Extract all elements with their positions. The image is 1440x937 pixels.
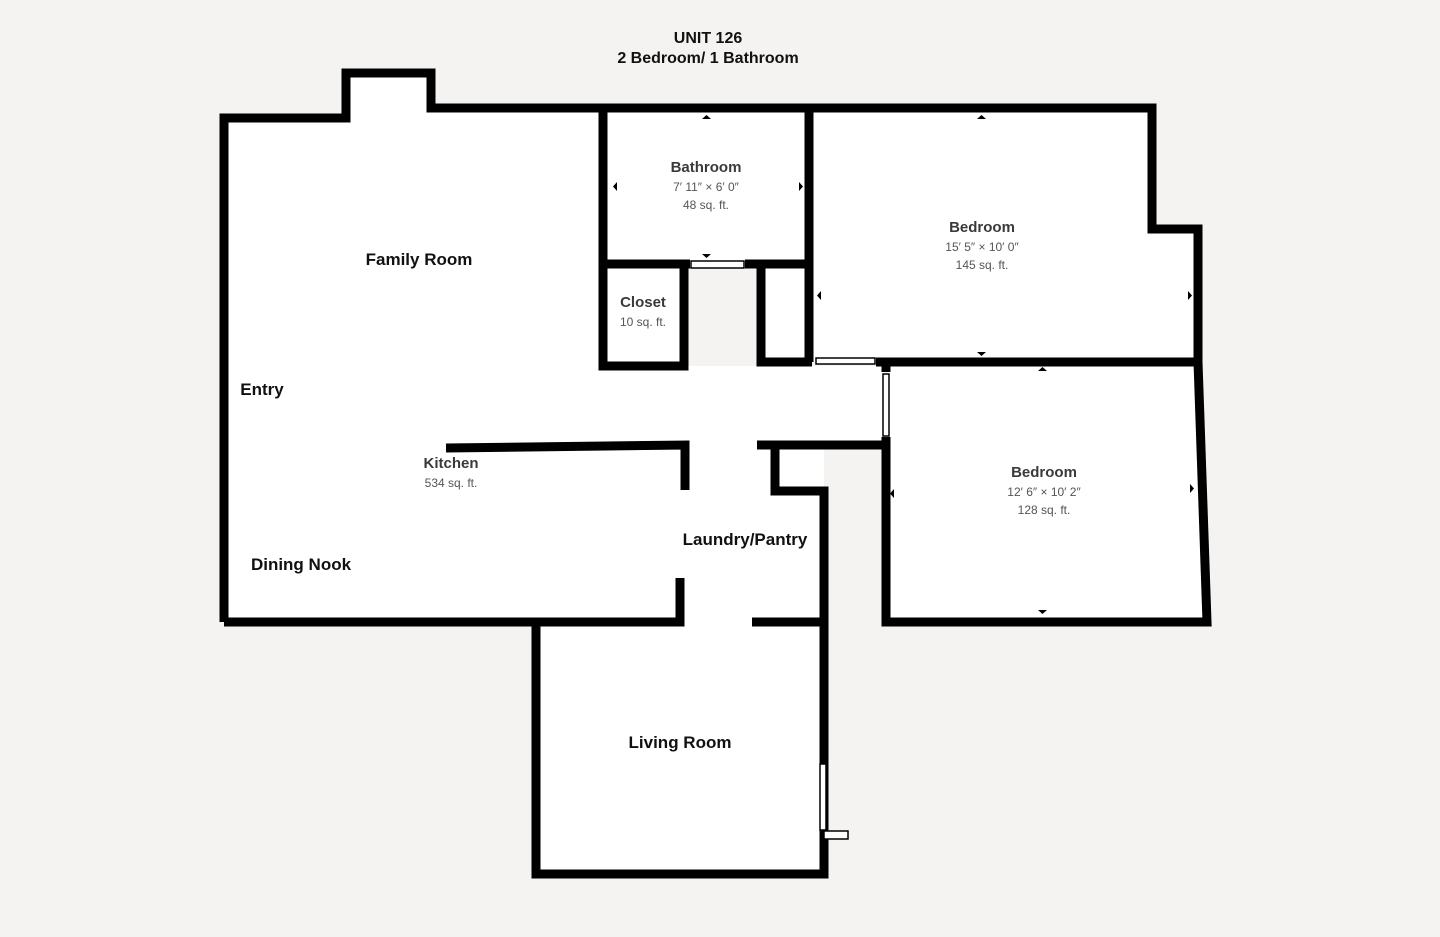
room-area: 10 sq. ft. xyxy=(619,315,667,329)
room-area: 534 sq. ft. xyxy=(424,476,478,490)
room-name: Bathroom xyxy=(670,159,742,176)
room-fills xyxy=(224,73,1207,874)
unit-number: UNIT 126 xyxy=(673,30,743,47)
room-name: Bedroom xyxy=(1011,464,1077,481)
room-bathroom: Bathroom 7′ 11″ × 6′ 0″ 48 sq. ft. xyxy=(671,158,742,214)
dimension-arrows xyxy=(613,115,1194,614)
room-kitchen: Kitchen 534 sq. ft. xyxy=(423,454,478,492)
room-dimensions: 12′ 6″ × 10′ 2″ xyxy=(1007,485,1081,499)
room-name: Kitchen xyxy=(423,455,479,472)
unit-layout: 2 Bedroom/ 1 Bathroom xyxy=(617,50,799,67)
room-laundry-pantry: Laundry/Pantry xyxy=(683,530,808,550)
room-name: Dining Nook xyxy=(250,555,352,574)
room-name: Closet xyxy=(620,294,666,311)
door-openings xyxy=(690,260,890,840)
room-dimensions: 7′ 11″ × 6′ 0″ xyxy=(673,180,739,194)
room-bedroom-1: Bedroom 15′ 5″ × 10′ 0″ 145 sq. ft. xyxy=(945,218,1018,274)
room-entry: Entry xyxy=(240,380,283,400)
room-name: Family Room xyxy=(365,250,473,269)
room-dining-nook: Dining Nook xyxy=(251,555,351,575)
room-dimensions: 15′ 5″ × 10′ 0″ xyxy=(945,240,1019,254)
room-name: Bedroom xyxy=(949,219,1015,236)
room-bedroom-2: Bedroom 12′ 6″ × 10′ 2″ 128 sq. ft. xyxy=(1007,463,1080,519)
room-area: 48 sq. ft. xyxy=(682,198,730,212)
floor-plan-title: UNIT 126 2 Bedroom/ 1 Bathroom xyxy=(0,29,1416,69)
room-family-room: Family Room xyxy=(366,250,473,270)
room-name: Living Room xyxy=(628,733,732,752)
walls xyxy=(219,68,1212,879)
room-living-room: Living Room xyxy=(629,733,732,753)
room-area: 145 sq. ft. xyxy=(955,258,1009,272)
room-closet: Closet 10 sq. ft. xyxy=(620,293,666,331)
room-area: 128 sq. ft. xyxy=(1017,503,1071,517)
room-name: Entry xyxy=(240,380,284,399)
room-name: Laundry/Pantry xyxy=(682,530,808,549)
